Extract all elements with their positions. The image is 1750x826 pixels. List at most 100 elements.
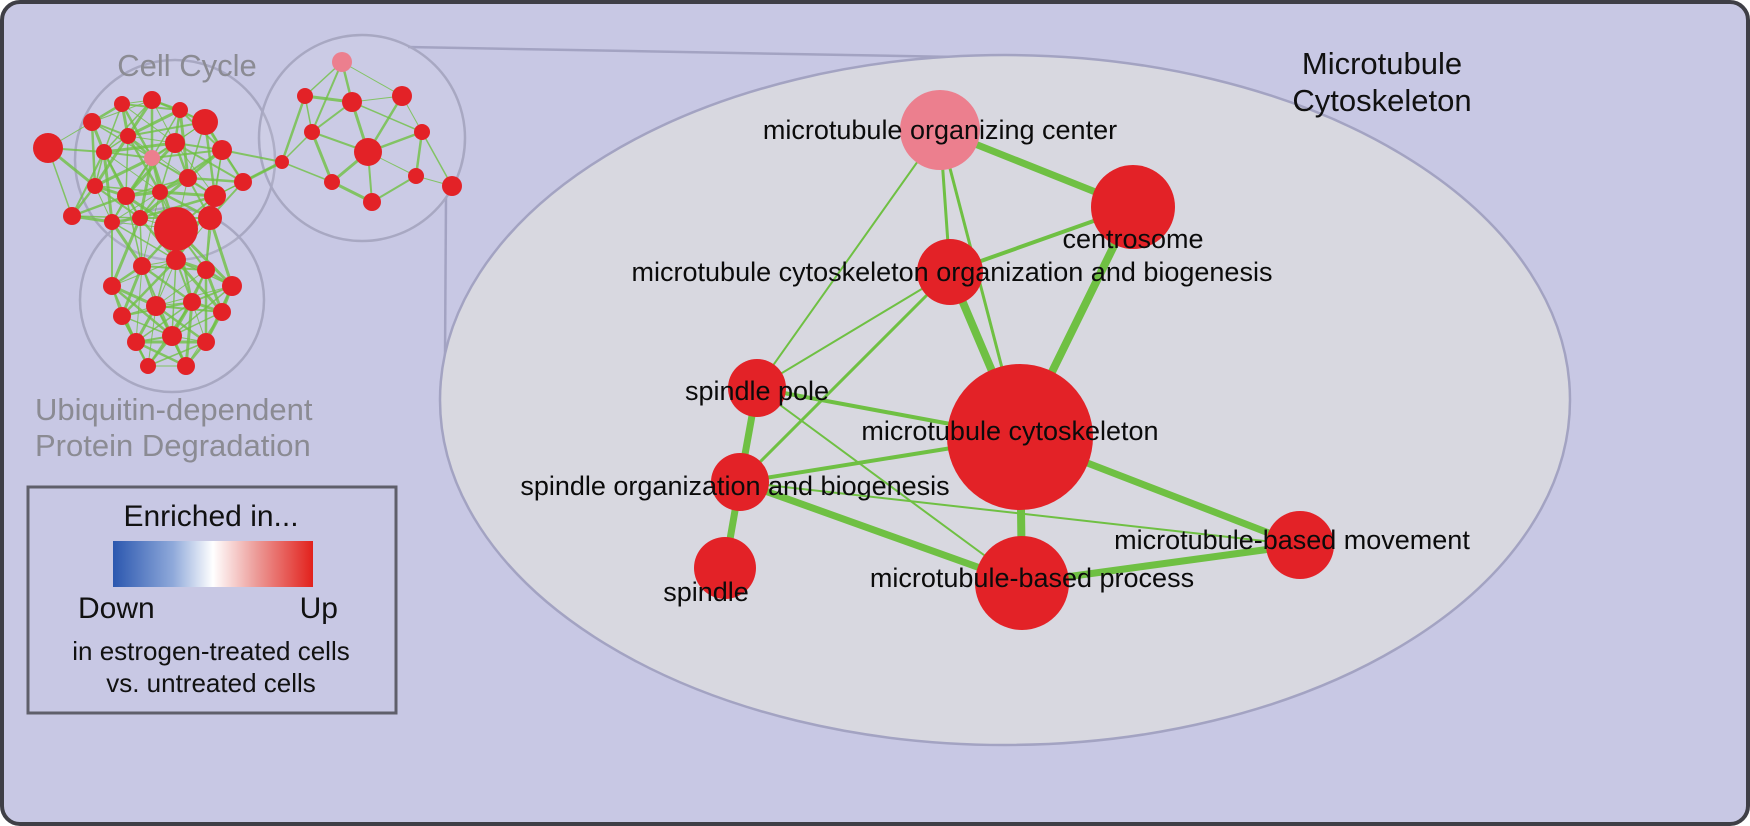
overview-edge (186, 176, 245, 184)
detail-node-label-mt_movement: microtubule-based movement (1114, 525, 1470, 555)
legend-up-label: Up (300, 592, 338, 625)
overview-node (152, 184, 168, 200)
overview-node (197, 333, 215, 351)
microtubule-title-line2: Cytoskeleton (1292, 83, 1471, 118)
ubiquitin-title-line2: Protein Degradation (35, 428, 311, 463)
zoom-connector-top (407, 45, 956, 59)
legend-color-scale (113, 541, 313, 587)
detail-node-centrosome (1091, 165, 1175, 249)
legend-down-label: Down (78, 592, 155, 625)
overview-edge (93, 156, 154, 188)
overview-edge (280, 94, 307, 164)
overview-node (212, 140, 232, 160)
detail-node-spindle (694, 537, 756, 599)
detail-edge-spindle_org-mt_process (736, 478, 1026, 587)
overview-node (120, 128, 136, 144)
overview-edge (93, 134, 130, 188)
overview-node (154, 207, 198, 251)
overview-edge (126, 108, 182, 138)
detail-node-spindle_org (711, 453, 769, 511)
overview-node (342, 92, 362, 112)
detail-node-label-spindle: spindle (663, 577, 749, 607)
detail-node-mt_process (975, 536, 1069, 630)
detail-node-mcob (917, 239, 983, 305)
overview-edge (221, 149, 283, 163)
detail-labels-layer: microtubule organizing centercentrosomem… (520, 115, 1470, 607)
detail-edge-mcob-spindle_pole (756, 271, 951, 389)
overview-edge (147, 341, 207, 367)
overview-node (179, 169, 197, 187)
overview-edge (124, 141, 177, 198)
overview-edge (127, 121, 206, 137)
detail-node-label-spindle_pole: spindle pole (685, 376, 829, 406)
overview-edge (135, 265, 143, 343)
overview-edge (135, 301, 193, 343)
overview-node (63, 207, 81, 225)
overview-node (113, 307, 131, 325)
overview-node (408, 168, 424, 184)
overview-node (363, 193, 381, 211)
overview-node (33, 133, 63, 163)
overview-nodes-layer (33, 52, 462, 375)
detail-edge-moc-spindle_pole (756, 129, 941, 389)
detail-node-mt_cytoskeleton (947, 364, 1093, 510)
overview-edge (174, 142, 216, 197)
overview-edge (125, 135, 129, 197)
legend-title: Enriched in... (123, 500, 298, 533)
detail-node-label-centrosome: centrosome (1062, 224, 1203, 254)
overview-edge (155, 269, 207, 307)
overview-node (103, 277, 121, 295)
overview-edge (70, 194, 128, 218)
overview-edge (102, 141, 177, 154)
detail-node-mt_movement (1266, 511, 1334, 579)
overview-edge (421, 131, 453, 187)
overview-edge (94, 185, 141, 219)
microtubule-title-line1: Microtubule (1302, 46, 1462, 81)
legend-caption-line1: in estrogen-treated cells (72, 636, 349, 666)
overview-edge (103, 151, 153, 159)
overview-edge (171, 259, 177, 337)
overview-node (177, 357, 195, 375)
overview-node (414, 124, 430, 140)
overview-node (197, 261, 215, 279)
overview-node (204, 185, 226, 207)
cell-cycle-title: Cell Cycle (117, 48, 257, 83)
overview-node (127, 333, 145, 351)
legend: Enriched in... Down Up in estrogen-treat… (26, 485, 398, 715)
overview-edge (110, 216, 142, 288)
overview-edge (103, 99, 153, 153)
overview-node (144, 150, 160, 166)
overview-edge (111, 221, 177, 261)
overview-node (117, 187, 135, 205)
overview-node (96, 144, 112, 160)
overview-edge (351, 101, 423, 133)
overview-edge (147, 305, 157, 367)
detail-edge-spindle_pole-mt_process (756, 387, 1023, 584)
overview-node (275, 155, 289, 169)
detail-node-label-moc: microtubule organizing center (763, 115, 1117, 145)
detail-node-label-mcob: microtubule cytoskeleton organization an… (632, 257, 1273, 287)
overview-node (192, 109, 218, 135)
overview-node (83, 113, 101, 131)
overview-node (87, 178, 103, 194)
overview-edge (341, 61, 403, 97)
overview-node (392, 86, 412, 106)
overview-node (172, 102, 188, 118)
overview-node (132, 210, 148, 226)
overview-node (442, 176, 462, 196)
overview-edge (154, 304, 208, 344)
overview-node (304, 124, 320, 140)
legend-box (26, 485, 398, 715)
overview-node (297, 88, 313, 104)
detail-node-label-spindle_org: spindle organization and biogenesis (520, 471, 949, 501)
zoom-connector-bottom (443, 196, 448, 359)
overview-edge (310, 130, 334, 184)
overview-node (114, 96, 130, 112)
overview-node (165, 133, 185, 153)
detail-node-spindle_pole (728, 359, 786, 417)
overview-edge (103, 151, 161, 193)
overview-node (198, 206, 222, 230)
overview-edge (126, 134, 162, 194)
overview-edge (281, 161, 333, 183)
